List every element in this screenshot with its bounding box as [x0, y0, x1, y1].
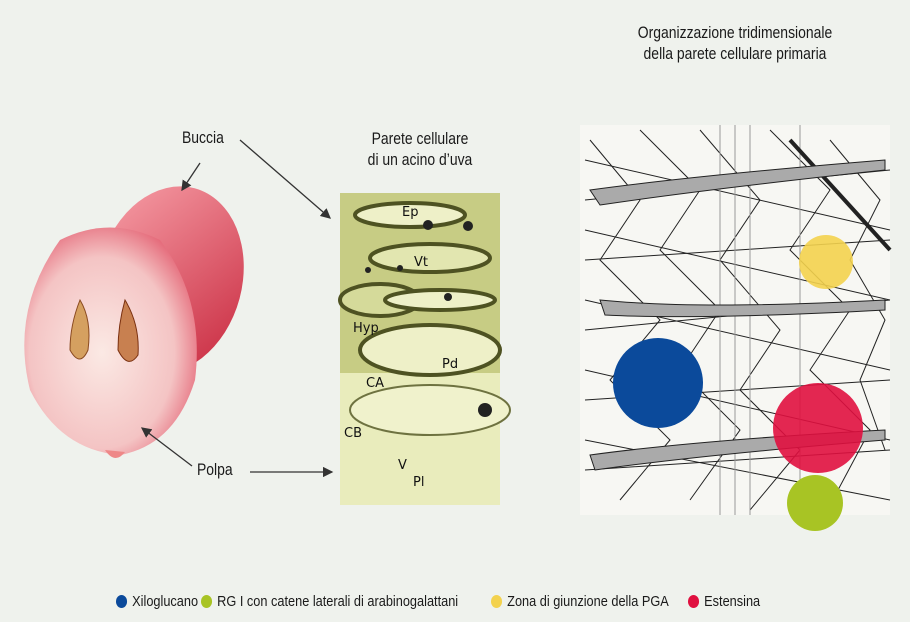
network-title-line1: Organizzazione tridimensionale: [637, 23, 833, 42]
legend-item-rg1: RG I con catene laterali di arabinogalat…: [200, 593, 458, 610]
legend: Xiloglucano RG I con catene laterali di …: [116, 593, 760, 610]
label-buccia: Buccia: [182, 128, 224, 147]
legend-item-estensina: Estensina: [688, 593, 760, 610]
grape-illustration: [24, 186, 244, 459]
legend-label: RG I con catene laterali di arabinogalat…: [216, 593, 458, 610]
pga-junction-marker: [799, 235, 853, 289]
legend-item-pga: Zona di giunzione della PGA: [491, 593, 669, 610]
annotation-ep: Ep: [402, 205, 419, 220]
micrograph-title-line1: Parete cellulare: [371, 129, 469, 148]
legend-label: Estensina: [704, 593, 761, 610]
annotation-v: V: [398, 458, 407, 473]
annotation-hyp: Hyp: [353, 321, 379, 336]
annotation-pd: Pd: [442, 357, 459, 372]
xyloglucan-marker: [613, 338, 703, 428]
micrograph-title: Parete cellulare di un acino d’uva: [338, 128, 502, 170]
rg1-marker: [787, 475, 843, 531]
legend-label: Xiloglucano: [132, 593, 199, 610]
micrograph-image: [338, 193, 511, 505]
green-dot-icon: [200, 595, 212, 608]
annotation-cb: CB: [344, 426, 362, 441]
network-title-line2: della parete cellulare primaria: [643, 44, 827, 63]
network-title: Organizzazione tridimensionale della par…: [608, 22, 862, 64]
extensin-marker: [773, 383, 863, 473]
red-dot-icon: [688, 595, 700, 608]
annotation-pl: Pl: [413, 475, 425, 490]
legend-label: Zona di giunzione della PGA: [507, 593, 669, 610]
annotation-ca: CA: [366, 376, 384, 391]
yellow-dot-icon: [491, 595, 503, 608]
label-polpa: Polpa: [197, 460, 233, 479]
micrograph-title-line2: di un acino d’uva: [367, 150, 473, 169]
annotation-vt: Vt: [414, 255, 428, 270]
legend-item-xiloglucano: Xiloglucano: [116, 593, 198, 610]
blue-dot-icon: [116, 595, 128, 608]
